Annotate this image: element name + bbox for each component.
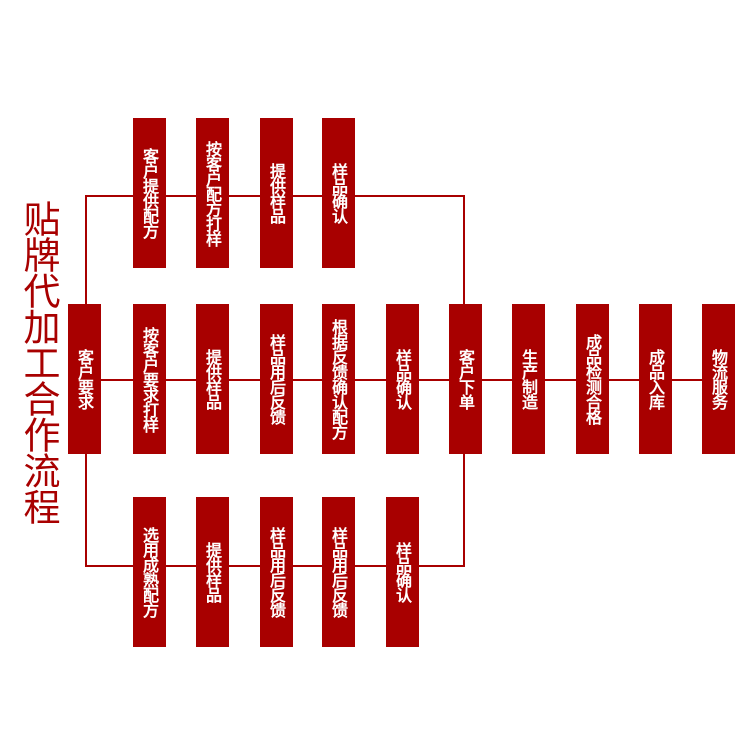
step-label: 样品用后反馈 xyxy=(267,527,286,617)
step-final-row: 物流服务 xyxy=(702,304,735,454)
step-bottom-row: 样品用后反馈 xyxy=(260,497,293,647)
step-label: 样品确认 xyxy=(329,163,348,223)
step-final-row: 成品检测合格 xyxy=(576,304,609,454)
step-bottom-row: 提供样品 xyxy=(196,497,229,647)
diagram-title: 贴牌代加工合作流程 xyxy=(17,200,60,524)
step-label: 按客户要求打样 xyxy=(140,326,159,432)
step-label: 客户下单 xyxy=(456,349,475,409)
step-label: 客户提供配方 xyxy=(140,148,159,238)
step-top-row: 样品确认 xyxy=(322,118,355,268)
step-top-row: 按客户配方打样 xyxy=(196,118,229,268)
step-label: 样品确认 xyxy=(393,542,412,602)
step-top-row: 提供样品 xyxy=(260,118,293,268)
step-label: 提供样品 xyxy=(203,349,222,409)
step-start: 客户要求 xyxy=(68,304,101,454)
step-label: 提供样品 xyxy=(203,542,222,602)
step-final-row: 成品入库 xyxy=(639,304,672,454)
step-final-row: 客户下单 xyxy=(449,304,482,454)
step-label: 根据反馈确认配方 xyxy=(329,319,348,439)
step-label: 选用成熟配方 xyxy=(140,527,159,617)
step-label: 提供样品 xyxy=(267,163,286,223)
step-label: 生产制造 xyxy=(519,349,538,409)
step-bottom-row: 选用成熟配方 xyxy=(133,497,166,647)
step-bottom-row: 样品确认 xyxy=(386,497,419,647)
step-middle-row: 提供样品 xyxy=(196,304,229,454)
step-label: 物流服务 xyxy=(709,349,728,409)
step-label: 样品用后反馈 xyxy=(329,527,348,617)
step-middle-row: 样品用后反馈 xyxy=(260,304,293,454)
step-middle-row: 按客户要求打样 xyxy=(133,304,166,454)
step-label: 按客户配方打样 xyxy=(203,140,222,246)
step-label: 成品检测合格 xyxy=(583,334,602,424)
step-label: 样品用后反馈 xyxy=(267,334,286,424)
step-middle-row: 样品确认 xyxy=(386,304,419,454)
step-bottom-row: 样品用后反馈 xyxy=(322,497,355,647)
step-label: 客户要求 xyxy=(75,349,94,409)
step-label: 成品入库 xyxy=(646,349,665,409)
step-label: 样品确认 xyxy=(393,349,412,409)
step-middle-row: 根据反馈确认配方 xyxy=(322,304,355,454)
step-top-row: 客户提供配方 xyxy=(133,118,166,268)
step-final-row: 生产制造 xyxy=(512,304,545,454)
